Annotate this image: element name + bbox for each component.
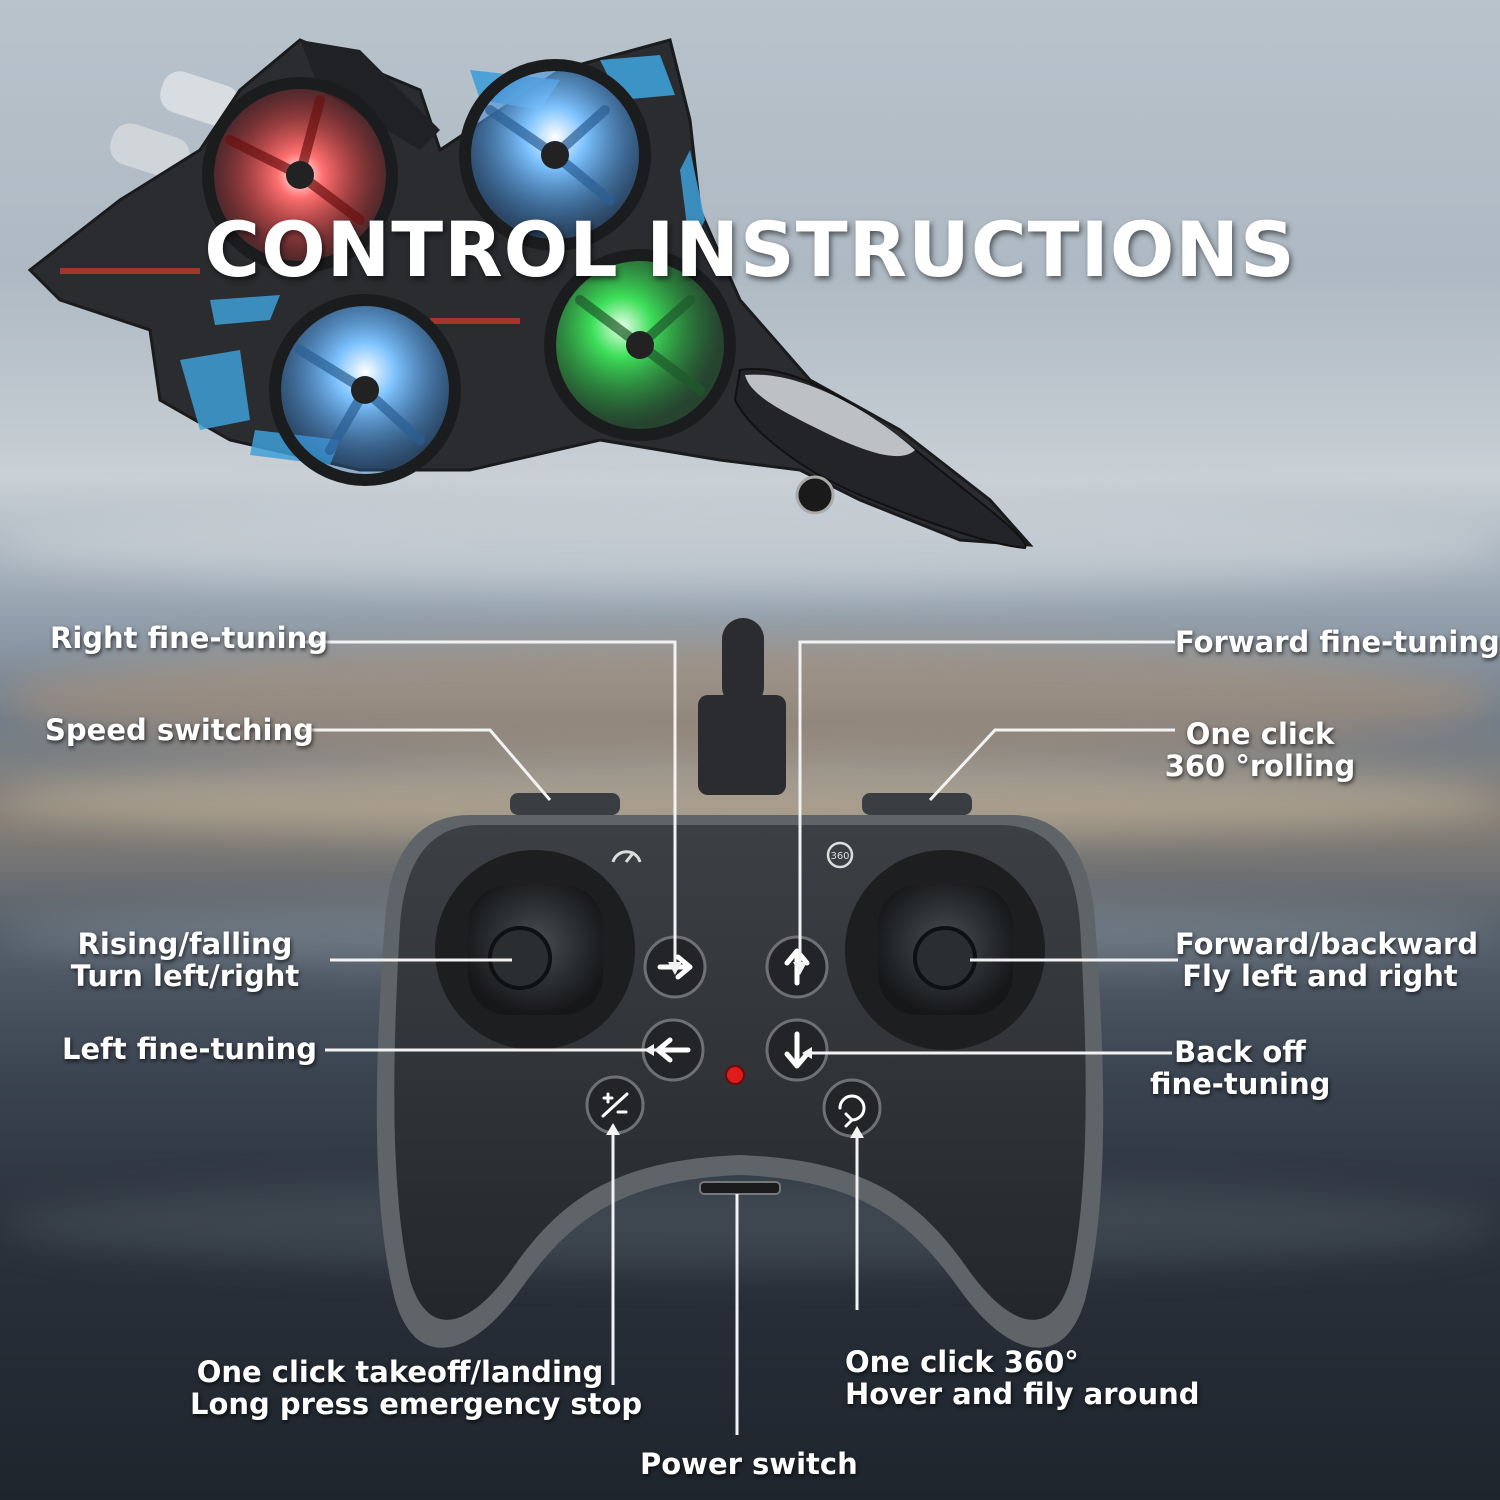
rolling-360-icon: 360	[826, 841, 854, 869]
remote-controller: 360	[376, 618, 1104, 1348]
label-power-switch: Power switch	[640, 1447, 858, 1481]
speed-switch-shoulder-button[interactable]	[510, 793, 620, 815]
antenna	[722, 618, 764, 708]
landing-wheel	[795, 475, 835, 515]
rc-jet-aircraft	[27, 38, 1034, 550]
hover-360-button[interactable]	[822, 1078, 882, 1138]
label-takeoff-landing: One click takeoff/landing Long press eme…	[190, 1355, 643, 1421]
arrow-down-icon	[784, 1031, 810, 1069]
label-one-click-rolling: One click 360 °rolling	[1164, 717, 1356, 783]
arrowhead	[644, 1044, 654, 1056]
arrowhead	[606, 1123, 620, 1135]
page-title: CONTROL INSTRUCTIONS	[204, 205, 1296, 294]
label-forward-fine-tuning: Forward fine-tuning	[1175, 625, 1500, 659]
decal-stripe	[430, 318, 520, 324]
callout-right-fine-tuning	[305, 640, 677, 962]
tail-fin	[300, 40, 440, 150]
engine-nozzle	[160, 71, 240, 127]
right-joystick-cap[interactable]	[913, 926, 977, 990]
rolling-shoulder-button[interactable]	[862, 793, 972, 815]
rotor-blue-rear	[269, 294, 461, 486]
label-rising-falling: Rising/falling Turn left/right	[70, 927, 300, 993]
label-left-fine-tuning: Left fine-tuning	[62, 1032, 318, 1066]
rotor-blue-front	[459, 59, 651, 251]
label-forward-backward: Forward/backward Fly left and right	[1175, 927, 1479, 993]
engine-nozzle	[110, 123, 190, 179]
arrowhead	[850, 1126, 864, 1138]
left-joystick-cap[interactable]	[488, 926, 552, 990]
svg-text:360: 360	[830, 851, 849, 862]
arrowhead	[802, 1047, 812, 1059]
speed-icon	[611, 850, 642, 863]
label-right-fine-tuning: Right fine-tuning	[50, 621, 328, 655]
camo-pattern	[180, 350, 250, 430]
label-back-off: Back off fine-tuning	[1150, 1035, 1331, 1101]
hover-360-icon	[838, 1094, 866, 1128]
rotor-red	[202, 77, 398, 273]
callout-arrows	[606, 962, 864, 1138]
label-hover-360: One click 360° Hover and fily around	[845, 1345, 1200, 1411]
arrowhead	[668, 962, 682, 975]
takeoff-landing-icon	[601, 1092, 629, 1118]
callout-forward-fine-tuning	[798, 640, 1175, 962]
camo-pattern	[680, 150, 705, 250]
takeoff-landing-button[interactable]	[585, 1075, 645, 1135]
callout-rolling	[928, 728, 1175, 802]
camo-pattern	[210, 295, 280, 325]
callout-speed-switching	[300, 728, 552, 801]
power-switch[interactable]	[699, 1181, 781, 1195]
bg-streak	[0, 500, 1500, 590]
label-speed-switching: Speed switching	[45, 713, 314, 747]
antenna-base	[698, 695, 786, 795]
rotor-green	[544, 249, 736, 441]
power-led	[725, 1065, 745, 1085]
callout-lines	[300, 640, 1178, 1435]
decal-stripe	[60, 268, 200, 274]
arrowhead	[793, 962, 807, 975]
backward-trim-button[interactable]	[765, 1018, 829, 1082]
cockpit-canopy	[745, 374, 915, 457]
